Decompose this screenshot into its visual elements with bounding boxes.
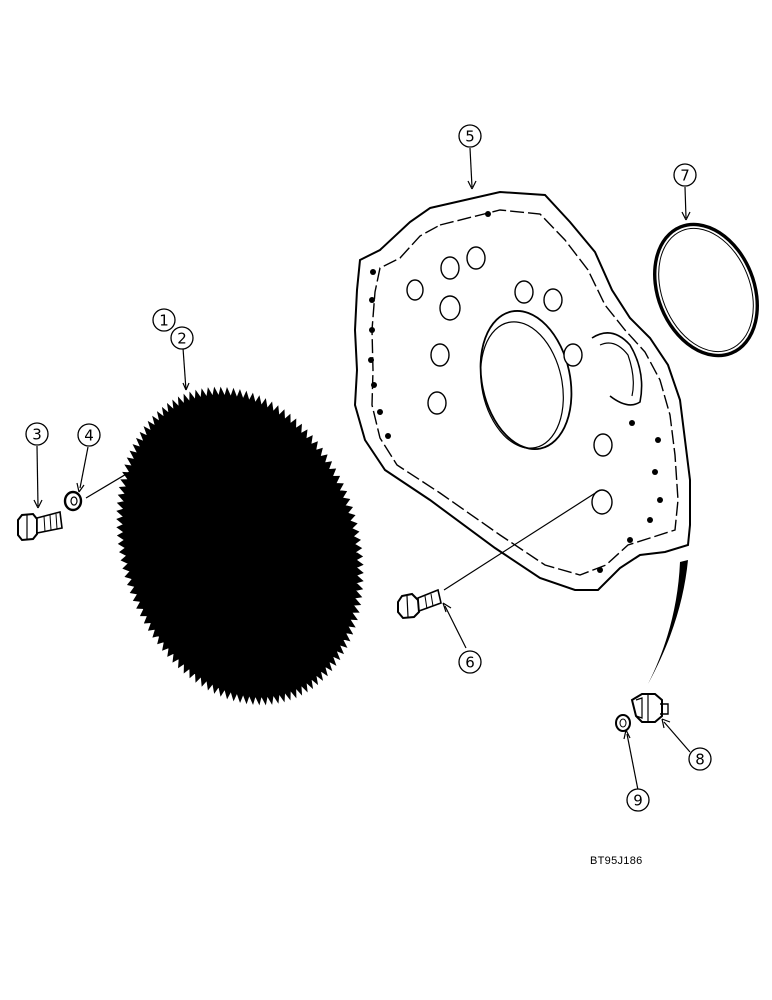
callout-2: 2	[170, 326, 194, 350]
callout-6: 6	[458, 650, 482, 674]
seal-ring	[615, 714, 631, 732]
o-ring	[653, 222, 759, 358]
figure-id: BT95J186	[590, 855, 643, 867]
callout-5: 5	[458, 124, 482, 148]
callout-8: 8	[688, 747, 712, 771]
flywheel-housing-plate	[353, 190, 691, 591]
ring-gear-teeth	[116, 386, 364, 706]
callout-4: 4	[77, 423, 101, 447]
svg-text:2: 2	[177, 330, 187, 348]
svg-text:3: 3	[32, 426, 42, 444]
flywheel-pilot-holes	[144, 443, 339, 684]
flywheel-bolt	[17, 510, 63, 542]
callout-9: 9	[626, 788, 650, 812]
svg-text:5: 5	[465, 128, 475, 146]
svg-text:6: 6	[465, 654, 475, 672]
svg-text:7: 7	[680, 167, 690, 185]
ring-gear-outline	[116, 386, 364, 706]
svg-text:1: 1	[159, 312, 169, 330]
flywheel	[116, 386, 364, 706]
plug	[630, 693, 669, 723]
flywheel-bolt-holes	[207, 517, 285, 607]
svg-text:9: 9	[633, 792, 643, 810]
callout-7: 7	[673, 163, 697, 187]
plate-edge-holes	[368, 211, 663, 573]
leader-lines	[33, 147, 691, 791]
plate-bolt	[397, 588, 442, 620]
plate-bolt-bosses	[406, 246, 613, 515]
callout-1: 1	[152, 308, 176, 332]
svg-text:8: 8	[695, 751, 705, 769]
washer	[63, 490, 83, 512]
svg-text:4: 4	[84, 427, 94, 445]
callout-3: 3	[25, 422, 49, 446]
curved-arrow	[648, 560, 688, 684]
